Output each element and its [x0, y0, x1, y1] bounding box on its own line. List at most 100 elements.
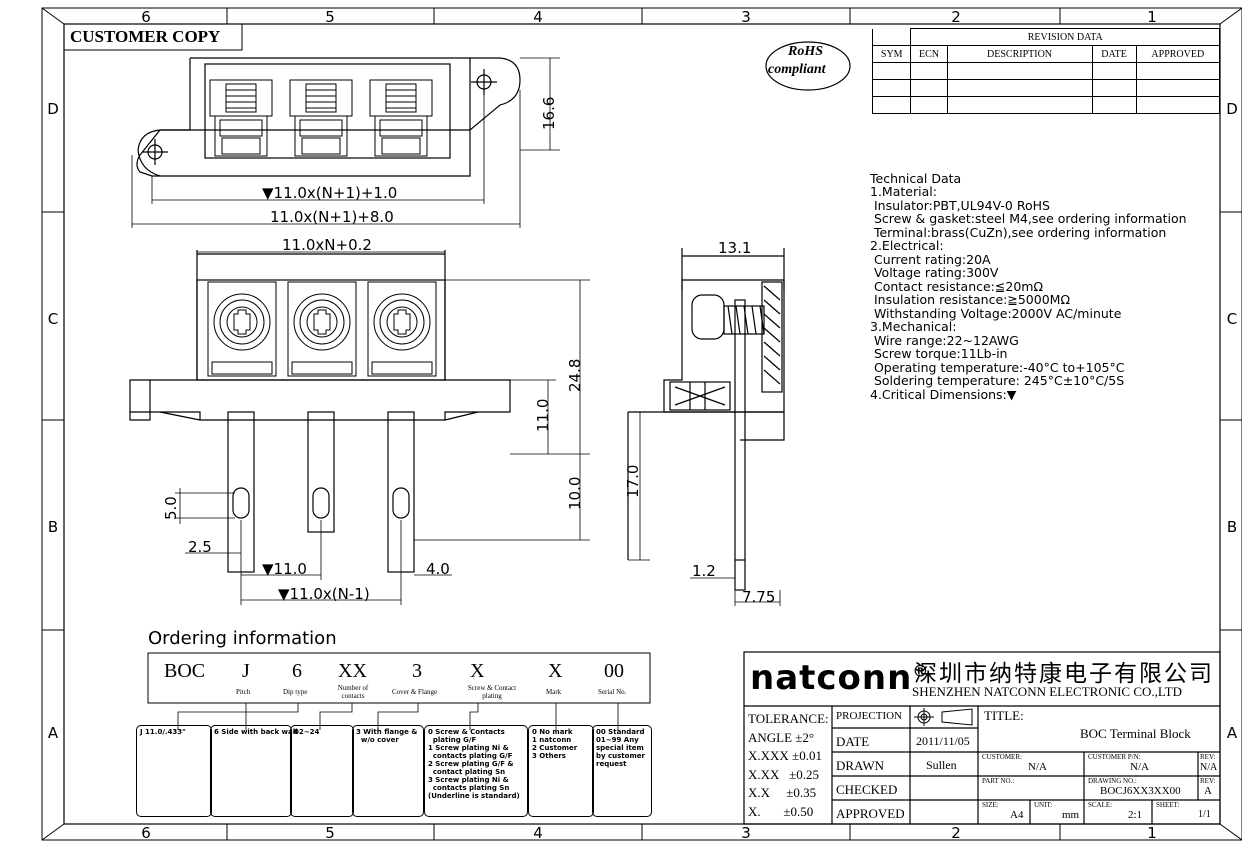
option-box-pitch: J 11.0/.433" [136, 725, 212, 817]
zone-bottom-4: 4 [533, 824, 543, 842]
ordering-title: Ordering information [148, 628, 337, 649]
title-value: BOC Terminal Block [1080, 726, 1191, 741]
dim-4-0: 4.0 [426, 560, 450, 578]
dim-5-0: 5.0 [162, 496, 180, 520]
rev-value-2: A [1204, 785, 1212, 797]
tech-line: Operating temperature:-40°C to+105°C [870, 359, 1125, 375]
drawn-value: Sullen [926, 758, 957, 772]
order-label-contacts: Number of contacts [337, 684, 369, 700]
scale-value: 2:1 [1128, 809, 1143, 821]
revision-table: REVISION DATA SYM ECN DESCRIPTION DATE A… [871, 28, 1221, 114]
tech-line: Withstanding Voltage:2000V AC/minute [870, 305, 1122, 321]
dim-2-5: 2.5 [188, 538, 212, 556]
dim-16-6: 16.6 [540, 96, 558, 130]
zone-left-a: A [47, 724, 59, 742]
rev-header-ecn: ECN [910, 45, 948, 63]
title-label: TITLE: [984, 708, 1024, 723]
rev-row [871, 79, 1221, 97]
tech-line: Voltage rating:300V [870, 265, 999, 280]
customer-copy-label: CUSTOMER COPY [70, 27, 221, 46]
zone-top-6: 6 [141, 8, 151, 26]
order-label-serial: Serial No. [598, 688, 627, 696]
tech-line: Insulation resistance:≧5000MΩ [870, 292, 1070, 307]
zone-top-3: 3 [741, 8, 751, 26]
order-label-dip: Dip type [283, 688, 308, 696]
dim-17-0: 17.0 [624, 464, 642, 498]
tol-line: X.X ±0.35 [748, 785, 817, 800]
order-code-6: 6 [292, 660, 302, 682]
zone-left-d: D [47, 100, 59, 118]
dim-1-2: 1.2 [692, 562, 716, 580]
sheet-label: SHEET: [1156, 801, 1180, 809]
zone-bottom-2: 2 [951, 824, 961, 842]
zone-top-1: 1 [1147, 8, 1157, 26]
rev-header-sym: SYM [871, 45, 912, 63]
company-name-cn: 深圳市纳特康电子有限公司 [914, 661, 1214, 686]
order-code-00: 00 [604, 660, 624, 682]
customer-label: CUSTOMER: [982, 753, 1022, 761]
order-label-mark: Mark [546, 688, 562, 696]
tech-line: Insulator:PBT,UL94V-0 RoHS [870, 197, 1050, 213]
tech-line: Current rating:20A [870, 251, 991, 267]
zone-bottom-6: 6 [141, 824, 151, 842]
dim-n-plus-0-2: 11.0xN+0.2 [282, 236, 372, 254]
tol-line: ANGLE ±2° [748, 729, 815, 745]
tech-line: Wire range:22~12AWG [870, 332, 1019, 348]
rohs-line1: RoHS [788, 44, 824, 59]
rev-header-date: DATE [1091, 45, 1137, 63]
date-label: DATE [836, 734, 870, 749]
zone-right-b: B [1226, 518, 1238, 536]
scale-label: SCALE: [1088, 801, 1113, 809]
revision-title: REVISION DATA [910, 28, 1220, 46]
company-name-en: SHENZHEN NATCONN ELECTRONIC CO.,LTD [912, 684, 1182, 699]
tol-line: X.XX ±0.25 [748, 766, 820, 782]
zone-left-c: C [47, 310, 59, 328]
dim-10-0: 10.0 [566, 476, 584, 510]
dim-7-75: 7.75 [742, 588, 776, 606]
dim-n-plus-1-plus-8: 11.0x(N+1)+8.0 [270, 208, 394, 226]
drawn-label: DRAWN [836, 758, 885, 773]
approved-label: APPROVED [836, 806, 905, 821]
size-value: A4 [1010, 809, 1024, 821]
zone-left-b: B [47, 518, 59, 536]
tol-line: TOLERANCE: [748, 711, 829, 726]
customer-pn-value: N/A [1130, 761, 1149, 773]
option-box-mark: 0 No mark 1 natconn 2 Customer 3 Others [528, 725, 594, 817]
tech-line: Screw & gasket:steel M4,see ordering inf… [870, 211, 1187, 226]
tech-line: Soldering temperature: 245°C±10°C/5S [870, 373, 1125, 388]
tol-line: X. ±0.50 [748, 803, 814, 819]
option-box-cover: 3 With flange & w/o cover [352, 725, 424, 817]
logo-text: natconn [750, 658, 913, 698]
sheet-value: 1/1 [1198, 809, 1211, 820]
zone-top-2: 2 [951, 8, 961, 26]
rev-label-1: REV: [1200, 753, 1216, 761]
rev-header-description: DESCRIPTION [946, 45, 1093, 63]
order-label-plating: Screw & Contact plating [467, 684, 517, 700]
unit-label: UNIT: [1034, 801, 1053, 809]
order-code-x1: X [470, 660, 485, 682]
tech-line: 3.Mechanical: [870, 319, 957, 334]
rev-row [871, 96, 1221, 114]
customer-value: N/A [1028, 761, 1047, 773]
dim-n-plus-1-plus-1: ▼11.0x(N+1)+1.0 [262, 184, 398, 202]
order-code-3: 3 [412, 660, 422, 682]
zone-top-5: 5 [325, 8, 335, 26]
rev-value-1: N/A [1200, 762, 1218, 773]
registered-mark: ® [912, 661, 930, 681]
customer-pn-label: CUSTOMER P/N: [1088, 753, 1141, 761]
part-no-label: PART NO.: [982, 777, 1015, 785]
zone-bottom-5: 5 [325, 824, 335, 842]
tol-line: X.XXX ±0.01 [748, 748, 822, 763]
rev-row [871, 62, 1221, 80]
order-code-boc: BOC [164, 660, 206, 682]
dim-pitch-11-0: ▼11.0 [262, 560, 307, 578]
drawing-no-label: DRAWING NO.: [1088, 777, 1137, 785]
natconn-logo: natconn® [750, 658, 929, 698]
size-label: SIZE: [982, 801, 999, 809]
dim-n-minus-1: ▼11.0x(N-1) [278, 585, 370, 603]
option-box-serial: 00 Standard 01~99 Any special item by cu… [592, 725, 652, 817]
rev-label-2: REV: [1200, 777, 1216, 785]
zone-bottom-3: 3 [741, 824, 751, 842]
option-box-plating: 0 Screw & Contacts plating G/F 1 Screw p… [424, 725, 528, 817]
